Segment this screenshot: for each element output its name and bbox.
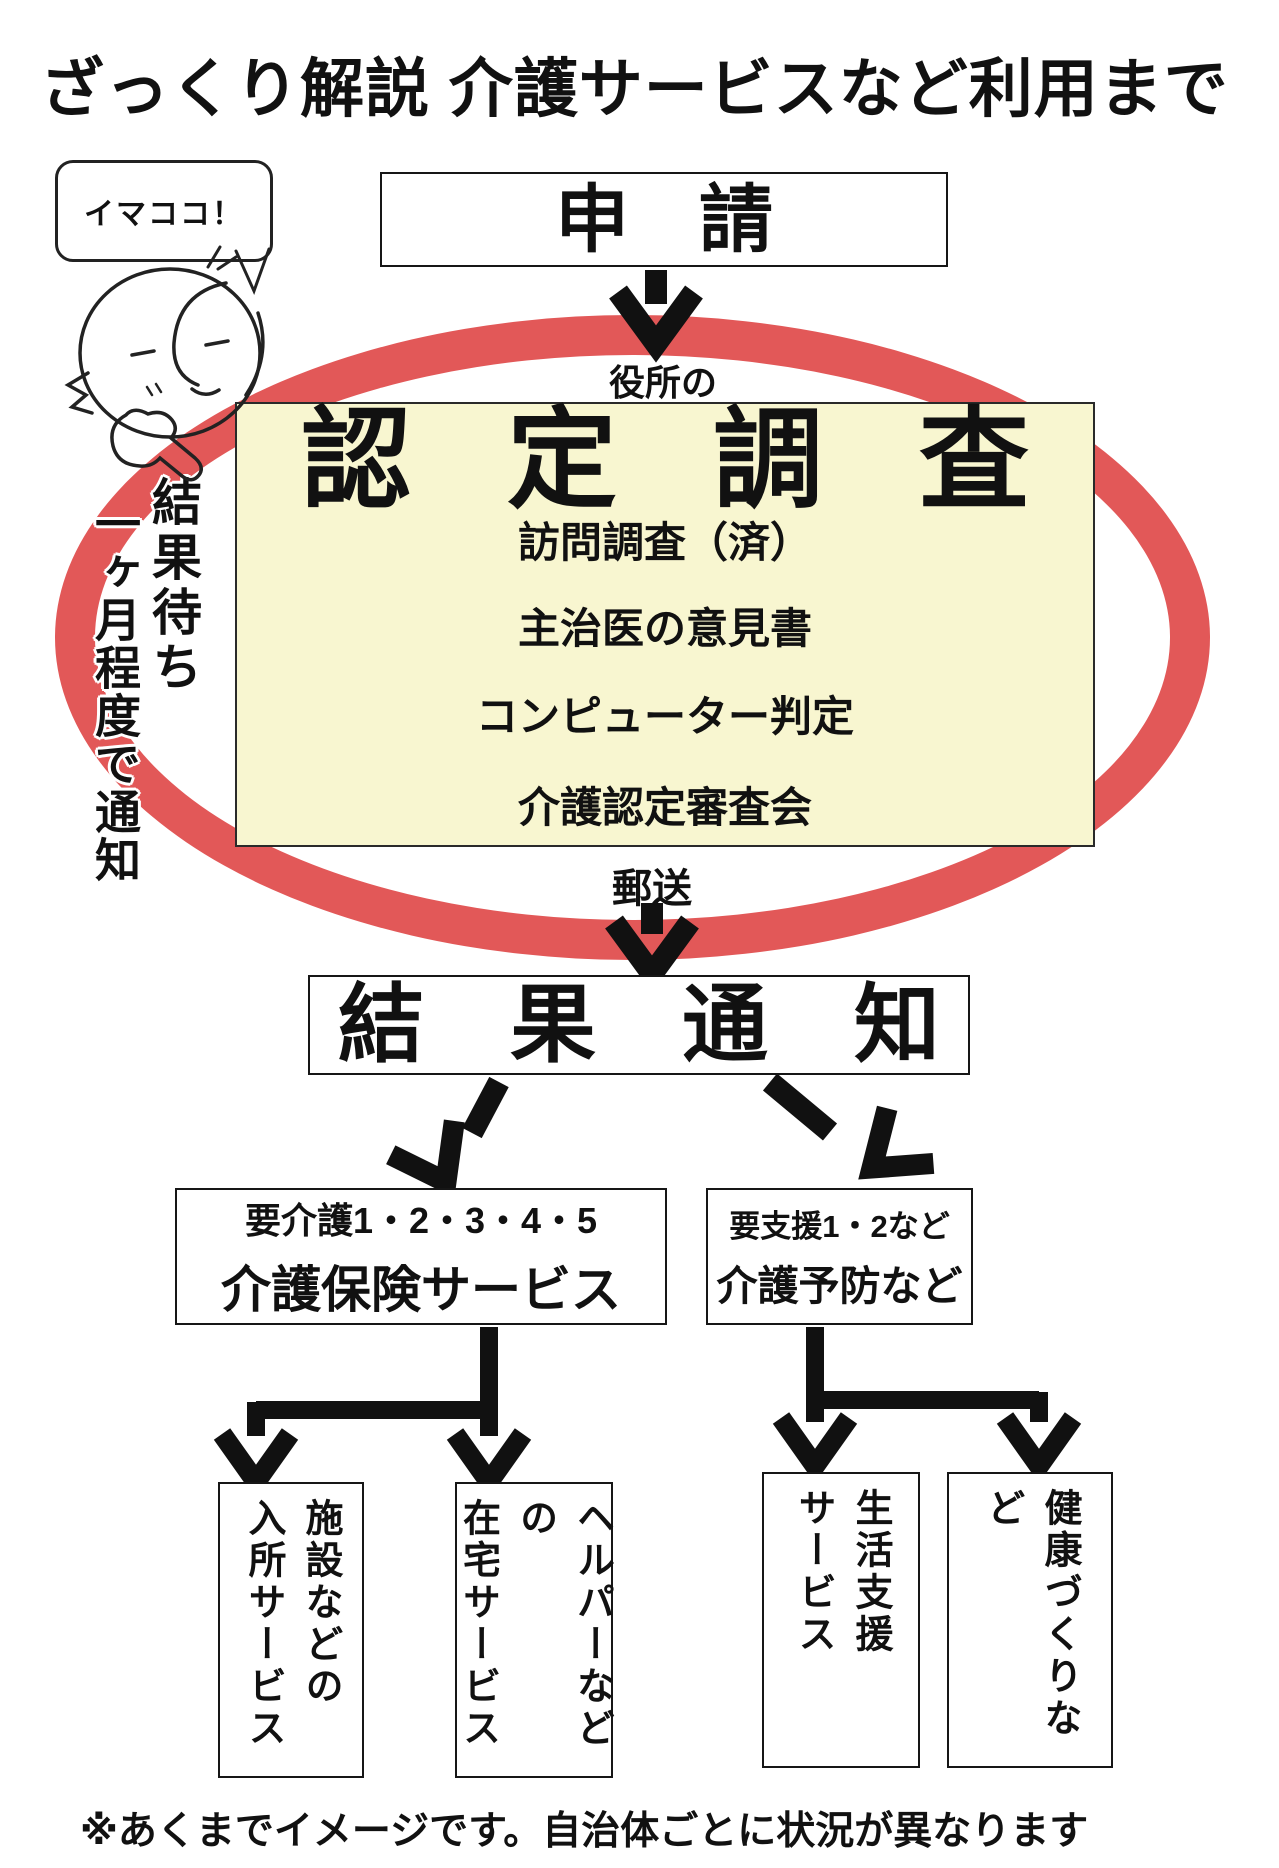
footnote: ※あくまでイメージです。自治体ごとに状況が異なります bbox=[80, 1810, 1089, 1853]
assessment-item-visit: 訪問調査（済） bbox=[517, 519, 812, 566]
leaf-box-home-services: ヘルパーなどの 在宅サービス bbox=[455, 1482, 613, 1778]
character-smile bbox=[190, 387, 221, 396]
apply-box: 申請 bbox=[380, 172, 948, 267]
character-head bbox=[78, 267, 262, 439]
result-box: 結果通知 bbox=[308, 975, 970, 1075]
speech-bubble: イマココ！ bbox=[55, 160, 273, 262]
page-title: ざっくり解説 介護サービスなど利用まで bbox=[40, 53, 1229, 125]
waiting-note-main: 結果待ち bbox=[145, 476, 201, 696]
prevention-label: 介護予防など bbox=[716, 1263, 963, 1309]
character-bangs bbox=[172, 281, 228, 387]
assessment-item-board: 介護認定審査会 bbox=[517, 783, 812, 831]
character-illustration bbox=[64, 245, 271, 482]
support-level-condition: 要支援1・2など bbox=[729, 1209, 950, 1244]
leaf-box-life-support: 生活支援 サービス bbox=[762, 1472, 920, 1768]
arrow-diagonal-left-icon bbox=[386, 1076, 509, 1198]
assessment-item-doctor: 主治医の意見書 bbox=[517, 605, 812, 653]
care-insurance-label: 介護保険サービス bbox=[221, 1261, 621, 1318]
connector-left-branch bbox=[213, 1327, 532, 1500]
character-eye-left bbox=[130, 349, 156, 357]
care-level-condition: 要介護1・2・3・4・5 bbox=[244, 1199, 598, 1241]
speech-bubble-tail bbox=[234, 247, 271, 296]
mail-label: 郵送 bbox=[612, 867, 692, 911]
leaf-box-health-building: 健康づくりなど bbox=[947, 1472, 1113, 1768]
waiting-note-sub: 一ヶ月程度で通知 bbox=[89, 500, 141, 884]
leaf-box-facility-services: 施設などの 入所サービス bbox=[218, 1482, 364, 1778]
character-hair-tuft bbox=[64, 371, 94, 415]
character-cowlick bbox=[206, 245, 238, 271]
category-box-prevention: 要支援1・2など 介護予防など bbox=[706, 1188, 973, 1325]
character-eye-right bbox=[204, 339, 230, 347]
assessment-box: 認定調査 訪問調査（済） 主治医の意見書 コンピューター判定 介護認定審査会 bbox=[235, 402, 1095, 847]
result-label: 結果通知 bbox=[338, 977, 1026, 1073]
speech-bubble-label: イマココ！ bbox=[84, 198, 244, 231]
assessment-item-computer: コンピューター判定 bbox=[475, 693, 854, 741]
apply-label: 申請 bbox=[555, 177, 843, 261]
character-hair-side bbox=[244, 311, 265, 397]
character-blush-mark bbox=[145, 382, 163, 397]
arrow-diagonal-right-icon bbox=[762, 1073, 935, 1180]
office-label: 役所の bbox=[608, 362, 718, 403]
pointing-hand bbox=[110, 408, 203, 482]
assessment-title: 認定調査 bbox=[301, 399, 1125, 522]
connector-right-branch bbox=[772, 1327, 1082, 1484]
category-box-care-insurance: 要介護1・2・3・4・5 介護保険サービス bbox=[175, 1188, 667, 1325]
